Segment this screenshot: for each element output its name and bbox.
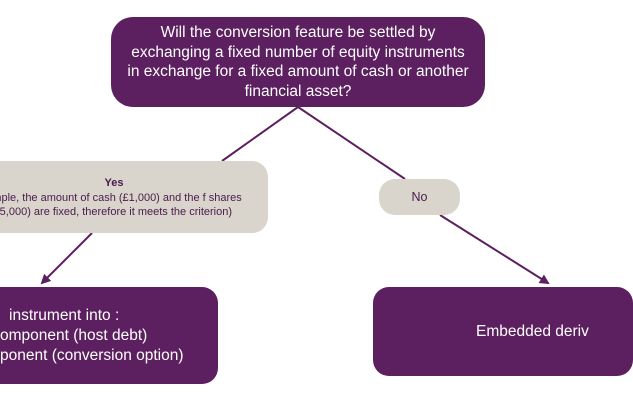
split-outcome-line-3: ponent (conversion option) <box>0 346 184 364</box>
arrow-no-to-outcome <box>439 214 550 285</box>
yes-branch-detail: ample, the amount of cash (£1,000) and t… <box>0 191 242 218</box>
flowchart-canvas: Will the conversion feature be settled b… <box>0 17 633 384</box>
connector-question-to-no <box>297 106 406 180</box>
yes-branch-label: Yes ample, the amount of cash (£1,000) a… <box>0 161 268 233</box>
decision-question-text: Will the conversion feature be settled b… <box>127 24 469 100</box>
arrow-yes-to-outcome <box>40 232 93 285</box>
embedded-derivative-outcome-box: Embedded deriv <box>373 287 633 376</box>
split-outcome-line-2: omponent (host debt) <box>0 326 148 344</box>
connector-lines <box>40 106 550 285</box>
split-instrument-outcome-box: instrument into : omponent (host debt) p… <box>0 287 218 384</box>
no-branch-title: No <box>411 190 428 204</box>
connector-question-to-yes <box>221 106 299 162</box>
no-branch-label: No <box>379 179 460 215</box>
split-outcome-line-1: instrument into : <box>9 306 120 324</box>
embedded-derivative-text: Embedded deriv <box>476 322 589 340</box>
yes-branch-title: Yes <box>104 176 124 189</box>
decision-question-box: Will the conversion feature be settled b… <box>111 17 485 107</box>
